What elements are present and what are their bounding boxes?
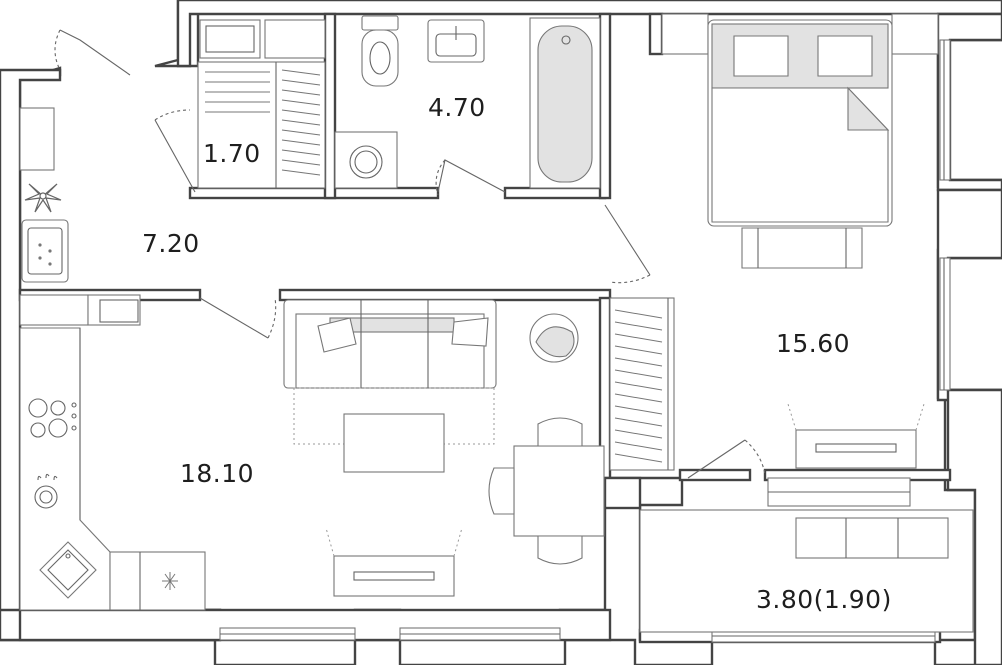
- washing-machine-icon: [334, 131, 398, 189]
- room-area-bedroom: 15.60: [776, 329, 850, 358]
- room-area-hallway: 7.20: [142, 229, 200, 258]
- radiator-icon: [787, 403, 925, 469]
- kitchen-sink-icon: [39, 541, 97, 599]
- armchair-icon: [529, 313, 579, 363]
- room-area-kitchen-living: 18.10: [180, 459, 254, 488]
- kitchen-counter: [19, 327, 206, 611]
- windows: [219, 39, 951, 643]
- doors: [54, 29, 766, 479]
- balcony: [639, 477, 974, 633]
- wardrobe-storage: [197, 19, 326, 189]
- bedroom-wardrobe: [609, 297, 675, 471]
- radiator-icon: [325, 527, 463, 597]
- room-area-wardrobe: 1.70: [203, 139, 261, 168]
- hallway-furniture: [19, 107, 141, 326]
- bed-icon: [661, 13, 939, 269]
- room-area-bathroom: 4.70: [428, 93, 486, 122]
- bathtub-icon: [529, 17, 601, 189]
- appliance-icon: [162, 572, 178, 590]
- dining-table-icon: [488, 417, 605, 565]
- plant-icon: [24, 183, 62, 213]
- sofa-icon: [283, 299, 497, 473]
- room-area-balcony: 3.80(1.90): [756, 585, 892, 614]
- stove-icon: [28, 398, 77, 509]
- toilet-icon: [361, 15, 399, 87]
- sink-icon: [427, 19, 485, 63]
